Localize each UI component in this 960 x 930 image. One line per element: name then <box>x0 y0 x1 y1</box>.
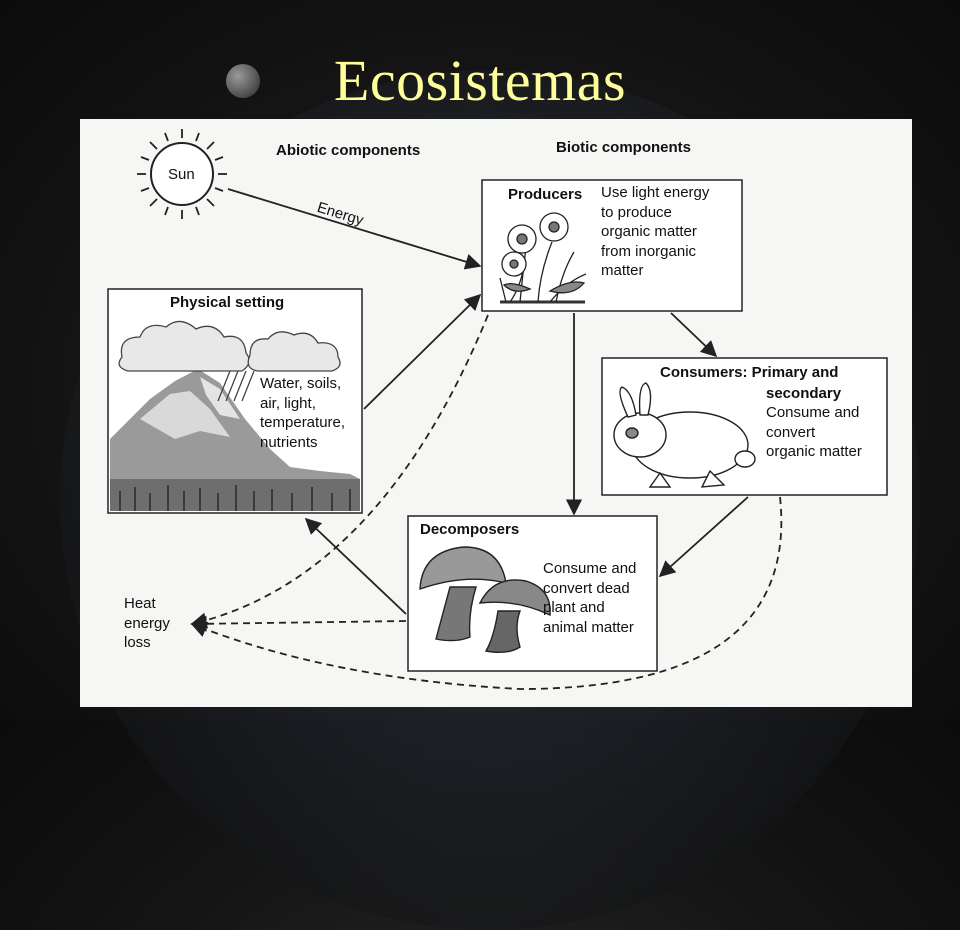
consumers-to-decomposers-arrow <box>658 496 749 578</box>
producers-text: Use light energy to produce organic matt… <box>601 184 710 279</box>
producers-heat-arrow <box>190 314 489 629</box>
ecosystem-diagram: Sun Abiotic components Biotic components… <box>80 119 912 707</box>
sun-label: Sun <box>168 166 195 183</box>
decomposers-to-setting-arrow <box>304 517 407 615</box>
decomposers-title: Decomposers <box>420 521 520 538</box>
consumers-title: Consumers: Primary and <box>660 364 839 381</box>
physical-setting-title: Physical setting <box>170 294 285 311</box>
flower-illustration <box>499 212 587 304</box>
biotic-heading: Biotic components <box>556 139 692 156</box>
physical-setting-text: Water, soils, air, light, temperature, n… <box>260 375 346 451</box>
decomposers-text: Consume and convert dead plant and anima… <box>543 560 637 636</box>
consumers-heat-arrow <box>190 496 783 690</box>
decomposers-heat-arrow <box>190 615 407 632</box>
setting-to-producers-arrow <box>363 293 482 410</box>
consumers-title-line2: secondary <box>766 385 842 402</box>
producers-to-consumers-arrow <box>670 312 718 358</box>
moon-image <box>226 64 260 98</box>
rabbit-illustration <box>613 382 756 488</box>
mushroom-illustration <box>419 546 551 654</box>
consumers-box <box>601 357 888 496</box>
mountain-illustration <box>110 320 360 511</box>
slide-title: Ecosistemas <box>333 48 627 113</box>
consumers-text: Consume and convert organic matter <box>766 404 862 460</box>
heat-energy-loss-label: Heat energy loss <box>124 595 170 651</box>
sun-icon <box>137 129 227 219</box>
energy-arrow <box>227 188 482 270</box>
abiotic-heading: Abiotic components <box>276 142 421 159</box>
producers-title: Producers <box>508 186 583 203</box>
diagram-canvas <box>107 129 888 690</box>
